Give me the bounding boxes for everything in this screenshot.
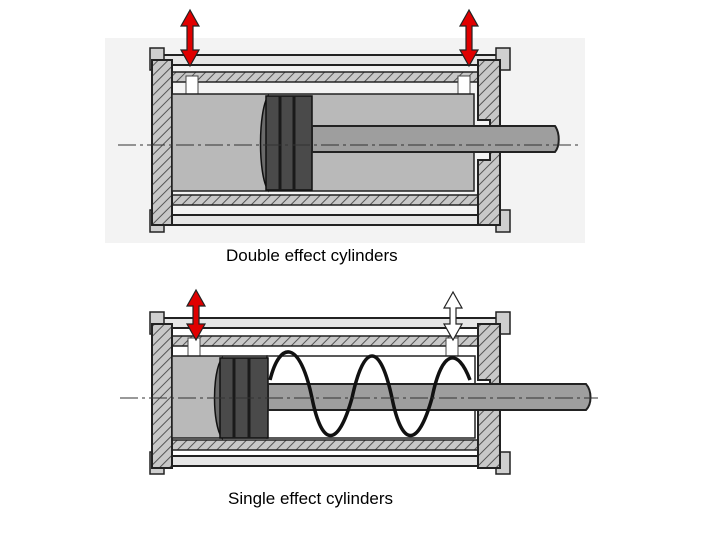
front-end-cap: [477, 59, 501, 226]
double-effect-cylinder-diagram: [105, 8, 585, 243]
port-arrow-front-icon: [458, 8, 480, 68]
tie-rod-bottom: [149, 451, 511, 475]
caption-double-effect: Double effect cylinders: [226, 246, 398, 265]
vent-port-front: [445, 337, 459, 357]
barrel-wall-bottom: [164, 439, 486, 451]
barrel-wall-bottom: [164, 194, 486, 206]
barrel-wall-top: [164, 71, 486, 83]
rear-end-cap: [151, 323, 173, 469]
port-arrow-rear-icon: [179, 8, 201, 68]
caption-single-effect: Single effect cylinders: [228, 489, 394, 508]
single-effect-cylinder-diagram: [120, 288, 598, 475]
piston-rod: [311, 125, 560, 153]
vent-arrow-front-icon: [442, 290, 464, 342]
port-arrow-rear-icon: [185, 288, 207, 342]
return-spring: [268, 350, 472, 437]
barrel-wall-top: [164, 335, 486, 347]
rear-end-cap: [151, 59, 173, 226]
port-front: [457, 75, 471, 95]
port-rear: [185, 75, 199, 95]
piston: [259, 93, 313, 193]
port-rear: [187, 337, 201, 357]
